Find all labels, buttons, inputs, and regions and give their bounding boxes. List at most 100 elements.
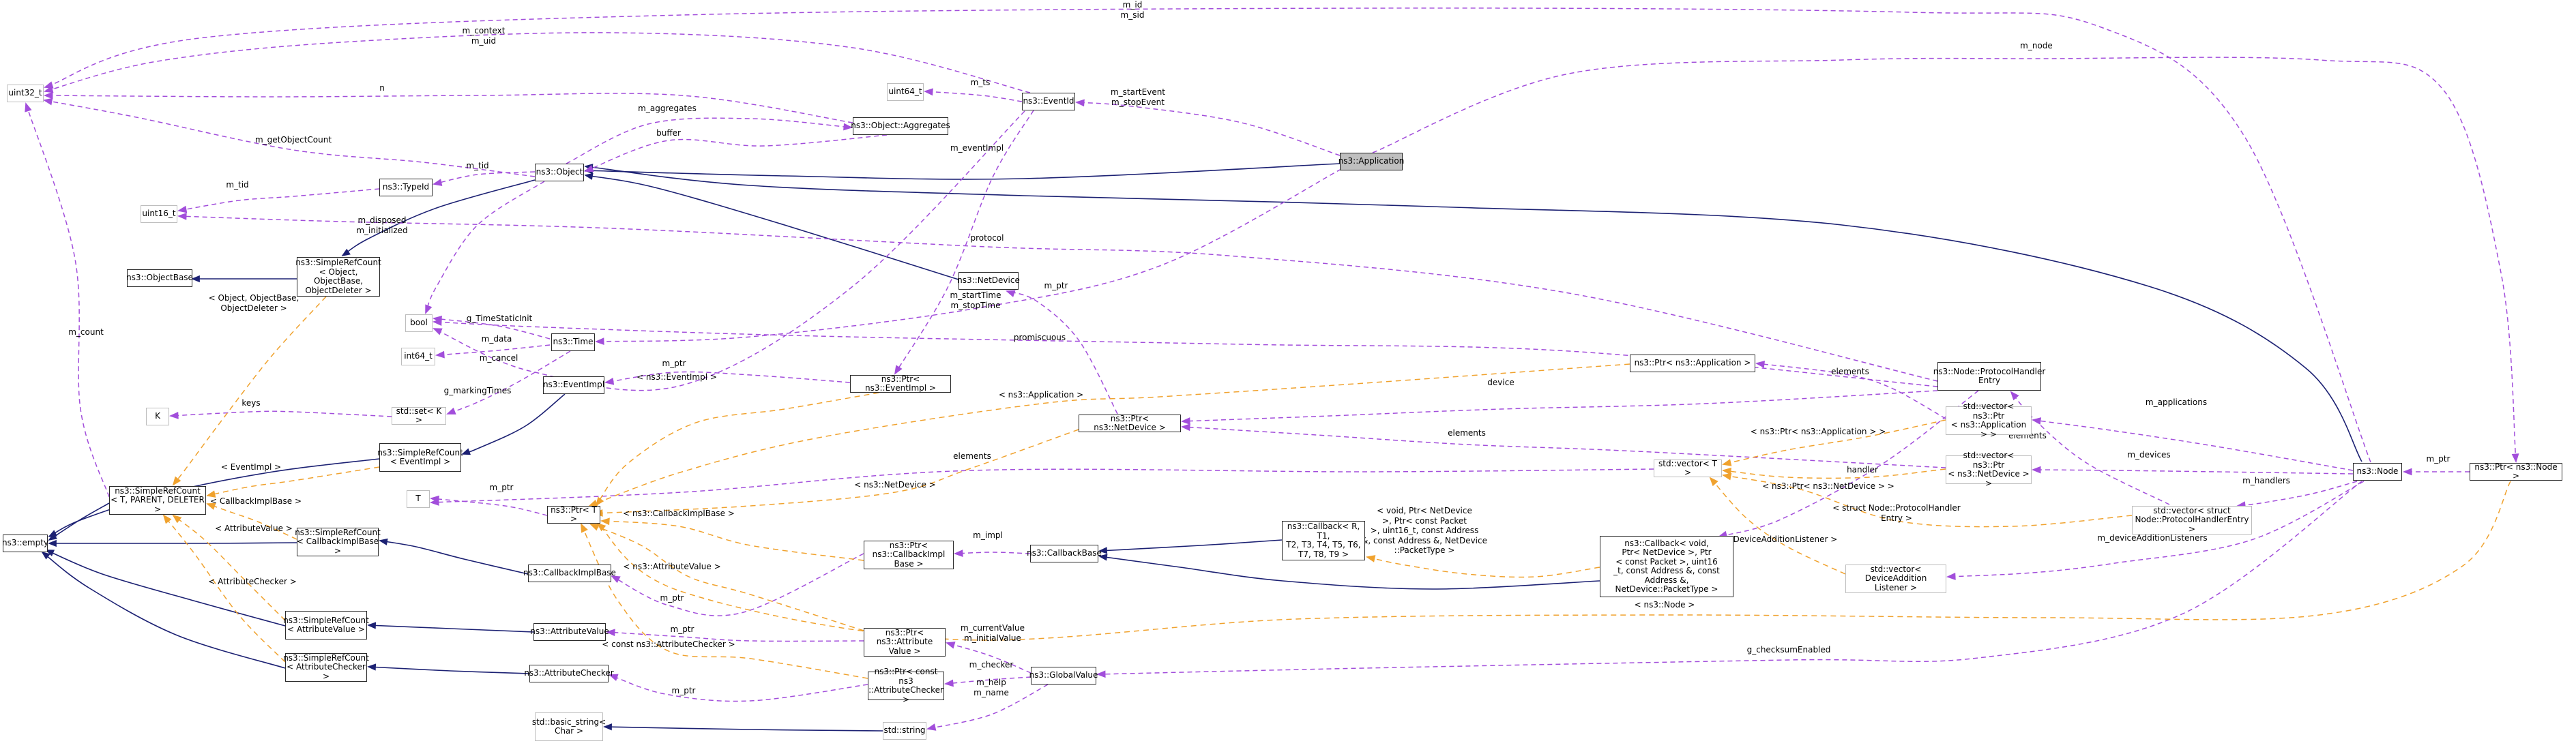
- member-edge-m_ptr: [429, 495, 548, 516]
- class-box-ptr_t[interactable]: ns3::Ptr< T >: [547, 505, 600, 524]
- inherit-edge: [584, 164, 2362, 462]
- class-box-src_tpd[interactable]: ns3::SimpleRefCount < T, PARENT, DELETER…: [109, 486, 206, 515]
- class-box-ptr_cac[interactable]: ns3::Ptr< const ns3 ::AttributeChecker >: [868, 667, 944, 704]
- class-box-aggregates[interactable]: ns3::Object::Aggregates: [851, 117, 950, 135]
- member-edge-m_aggregates: [566, 117, 853, 164]
- class-box-vector_t[interactable]: std::vector< T >: [1654, 459, 1722, 477]
- inherit-edge: [461, 393, 566, 455]
- member-edge-m_applications: [2031, 417, 2354, 471]
- class-box-vector_phe[interactable]: std::vector< struct Node::ProtocolHandle…: [2132, 506, 2252, 535]
- class-box-av[interactable]: ns3::AttributeValue: [530, 623, 609, 641]
- class-box-ptr_av[interactable]: ns3::Ptr< ns3::Attribute Value >: [864, 628, 946, 657]
- class-box-eventid[interactable]: ns3::EventId: [1022, 93, 1075, 110]
- member-edge-m_disposed: [425, 181, 545, 314]
- class-box-src_ac[interactable]: ns3::SimpleRefCount < AttributeChecker >: [283, 652, 369, 682]
- template-edge-< ns3::CallbackImplBase >: [600, 517, 864, 561]
- member-edge-m_ptr: [611, 553, 864, 616]
- class-box-cb_template[interactable]: ns3::Callback< R, T1, T2, T3, T4, T5, T6…: [1282, 521, 1365, 560]
- class-box-uint16[interactable]: uint16_t: [141, 205, 177, 223]
- class-box-globalvalue[interactable]: ns3::GlobalValue: [1029, 667, 1098, 685]
- template-edge-< ns3::Application >: [588, 363, 1630, 507]
- class-box-empty[interactable]: ns3::empty: [2, 535, 48, 552]
- class-box-ptr_eventimpl[interactable]: ns3::Ptr< ns3::EventImpl >: [850, 374, 951, 393]
- class-box-callbackbase[interactable]: ns3::CallbackBase: [1027, 545, 1102, 562]
- class-box-int64[interactable]: int64_t: [401, 348, 435, 365]
- class-box-objectbase[interactable]: ns3::ObjectBase: [126, 269, 193, 287]
- inherit-edge: [603, 723, 883, 732]
- member-edge-m_startEvent: [1074, 99, 1341, 156]
- member-edge-m_ptr: [604, 371, 851, 385]
- member-edge-m_devices: [2031, 466, 2354, 475]
- template-edge-< ns3::Ptr< ns3::NetDevice > >: [1721, 467, 1946, 479]
- member-edge-elements: [1180, 423, 1946, 468]
- template-edge-< AttributeChecker >: [162, 514, 286, 663]
- member-edge-m_ptr: [1006, 290, 1118, 415]
- member-edge-m_ptr: [605, 629, 864, 642]
- class-box-ptr_netdevice[interactable]: ns3::Ptr< ns3::NetDevice >: [1079, 414, 1181, 432]
- member-edge-m_context: [44, 32, 1031, 93]
- class-box-src_cib[interactable]: ns3::SimpleRefCount < CallbackImplBase >: [295, 527, 381, 556]
- member-edge-m_cancel: [433, 110, 1025, 391]
- member-edge-m_data: [435, 344, 551, 359]
- class-box-k[interactable]: K: [146, 408, 169, 425]
- class-box-src_av[interactable]: ns3::SimpleRefCount < AttributeValue >: [283, 611, 369, 640]
- inherit-edge: [379, 538, 529, 575]
- template-edge-< const ns3::AttributeChecker >: [581, 523, 868, 679]
- member-edge-protocol: [177, 212, 1938, 382]
- class-box-application[interactable]: ns3::Application: [1338, 153, 1404, 170]
- member-edge-n: [43, 91, 853, 123]
- class-box-node[interactable]: ns3::Node: [2353, 463, 2402, 481]
- template-edge-< Object, ObjectBase,: [172, 296, 327, 486]
- member-edge-m_checker: [943, 676, 1031, 687]
- template-edge-< struct Node::ProtocolHandler: [1722, 472, 2133, 528]
- member-edge-m_handlers: [2236, 481, 2358, 509]
- class-box-phe[interactable]: ns3::Node::ProtocolHandler Entry: [1933, 362, 2045, 391]
- member-edge-m_currentValue: [946, 642, 1031, 674]
- class-box-typeid[interactable]: ns3::TypeId: [379, 179, 433, 196]
- class-box-eventimpl[interactable]: ns3::EventImpl: [543, 376, 604, 394]
- inherit-edge: [41, 551, 286, 669]
- class-box-time[interactable]: ns3::Time: [551, 333, 595, 351]
- class-box-ac[interactable]: ns3::AttributeChecker: [524, 665, 614, 682]
- class-box-ptr_app[interactable]: ns3::Ptr< ns3::Application >: [1630, 355, 1755, 372]
- template-edge-< EventImpl >: [206, 466, 380, 498]
- class-box-basicstring[interactable]: std::basic_string< Char >: [532, 712, 606, 741]
- inherit-edge: [1098, 539, 1283, 554]
- member-edge-keys: [169, 410, 392, 419]
- class-box-object[interactable]: ns3::Object: [535, 164, 584, 181]
- member-edge-buffer: [584, 134, 888, 172]
- member-edge-m_startTime: [594, 168, 1342, 346]
- class-box-t[interactable]: T: [407, 490, 430, 508]
- class-box-uint32[interactable]: uint32_t: [7, 85, 44, 102]
- class-box-vector_netdev[interactable]: std::vector< ns3::Ptr < ns3::NetDevice >…: [1946, 451, 2032, 487]
- member-edge-m_getObjectCount: [43, 97, 536, 177]
- inherit-edge: [1098, 554, 1600, 590]
- class-box-cb_instance[interactable]: ns3::Callback< void, Ptr< NetDevice >, P…: [1600, 536, 1733, 597]
- member-edge-m_deviceAdditionListeners: [1946, 481, 2365, 580]
- class-box-stdstring[interactable]: std::string: [883, 722, 926, 740]
- class-box-src_eventimpl[interactable]: ns3::SimpleRefCount < EventImpl >: [377, 443, 463, 472]
- class-box-bool[interactable]: bool: [405, 314, 433, 332]
- class-box-src_object[interactable]: ns3::SimpleRefCount < Object, ObjectBase…: [295, 257, 381, 297]
- inherit-edge: [48, 502, 110, 541]
- class-box-netdevice[interactable]: ns3::NetDevice: [957, 272, 1020, 290]
- template-edge-< ns3::EventImpl >: [595, 392, 879, 507]
- class-box-setk[interactable]: std::set< K >: [392, 406, 446, 425]
- class-box-cib[interactable]: ns3::CallbackImplBase: [523, 565, 616, 582]
- member-edge-device: [1180, 390, 1938, 425]
- member-edge-elements: [2010, 391, 2170, 505]
- template-edge-< void, Ptr< NetDevice: [1366, 555, 1600, 578]
- inherit-edge: [367, 663, 530, 674]
- template-edge-< AttributeValue >: [172, 514, 286, 621]
- class-box-ptr_node[interactable]: ns3::Ptr< ns3::Node >: [2470, 462, 2562, 481]
- inherit-edge: [584, 163, 1341, 180]
- member-edge-handler: [1718, 390, 1979, 539]
- member-edge-g_checksumEnabled: [1096, 481, 2362, 678]
- member-edge-m_help: [926, 684, 1049, 731]
- class-box-vector_dal[interactable]: std::vector< DeviceAddition Listener >: [1845, 565, 1946, 593]
- class-box-uint64[interactable]: uint64_t: [887, 83, 924, 101]
- class-box-vector_app[interactable]: std::vector< ns3::Ptr < ns3::Application…: [1946, 402, 2032, 438]
- inherit-edge: [367, 622, 534, 633]
- class-box-ptr_cib[interactable]: ns3::Ptr< ns3::CallbackImpl Base >: [864, 541, 954, 569]
